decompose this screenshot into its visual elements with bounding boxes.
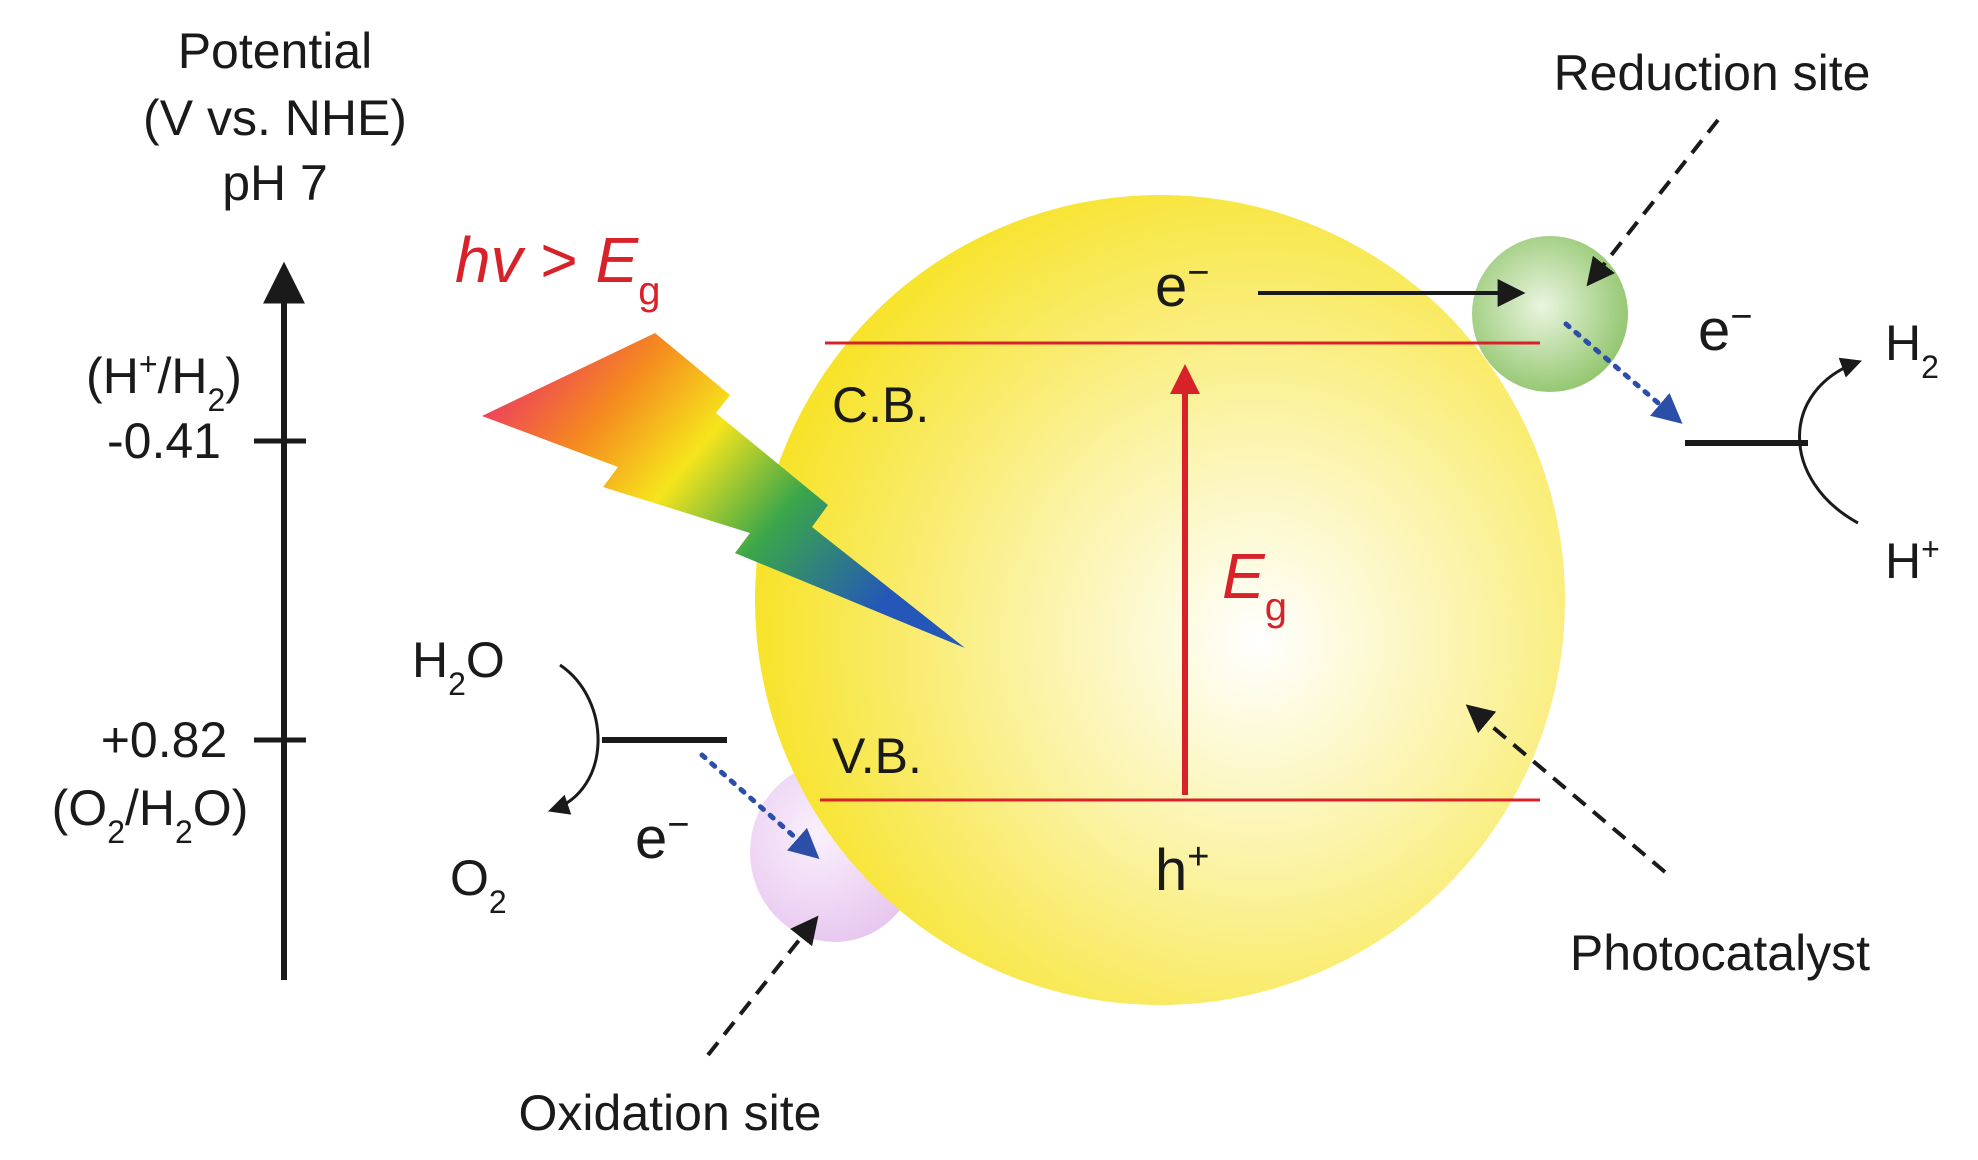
conduction-band-label: C.B. [832, 377, 929, 433]
potential-axis: Potential (V vs. NHE) pH 7 (H+/H2) -0.41… [52, 23, 407, 980]
photocatalyst-pointer [1465, 704, 1667, 874]
tick2-couple-label: (O2/H2O) [52, 780, 249, 850]
photon-energy-label: hv > Eg [455, 224, 660, 313]
reduction-site-label: Reduction site [1554, 45, 1871, 101]
band-gap-label: Eg [1222, 540, 1287, 629]
oxidation-transfer-arrow [699, 752, 820, 859]
electron-cb-label: e− [1155, 252, 1209, 319]
water-reactant-label: H2O [412, 632, 505, 702]
tick1-couple-label: (H+/H2) [86, 346, 242, 418]
hydrogen-product-label: H2 [1885, 315, 1939, 385]
tick2-value: +0.82 [101, 712, 228, 768]
oxidation-site-pointer [706, 915, 819, 1057]
reduction-reaction-arrow [1798, 357, 1862, 525]
photon-lightning-bolt [482, 333, 965, 648]
electron-oxidation-label: e− [635, 804, 689, 871]
axis-title-ph: pH 7 [222, 155, 328, 211]
reduction-site [1472, 236, 1628, 392]
electron-reduction-label: e− [1698, 296, 1752, 363]
proton-reactant-label: H+ [1885, 531, 1940, 589]
reduction-transfer-arrow [1563, 321, 1683, 424]
axis-title-units: (V vs. NHE) [143, 90, 407, 146]
axis-title-potential: Potential [178, 23, 373, 79]
oxygen-product-label: O2 [450, 850, 507, 920]
reduction-site-pointer [1586, 118, 1720, 287]
oxidation-reaction-arrow [548, 663, 600, 815]
photocatalyst-particle [755, 195, 1565, 1005]
tick1-value: -0.41 [107, 413, 221, 469]
oxidation-site-label: Oxidation site [519, 1085, 822, 1141]
photocatalyst-label: Photocatalyst [1570, 925, 1870, 981]
valence-band-label: V.B. [832, 728, 922, 784]
hole-vb-label: h+ [1155, 836, 1209, 903]
